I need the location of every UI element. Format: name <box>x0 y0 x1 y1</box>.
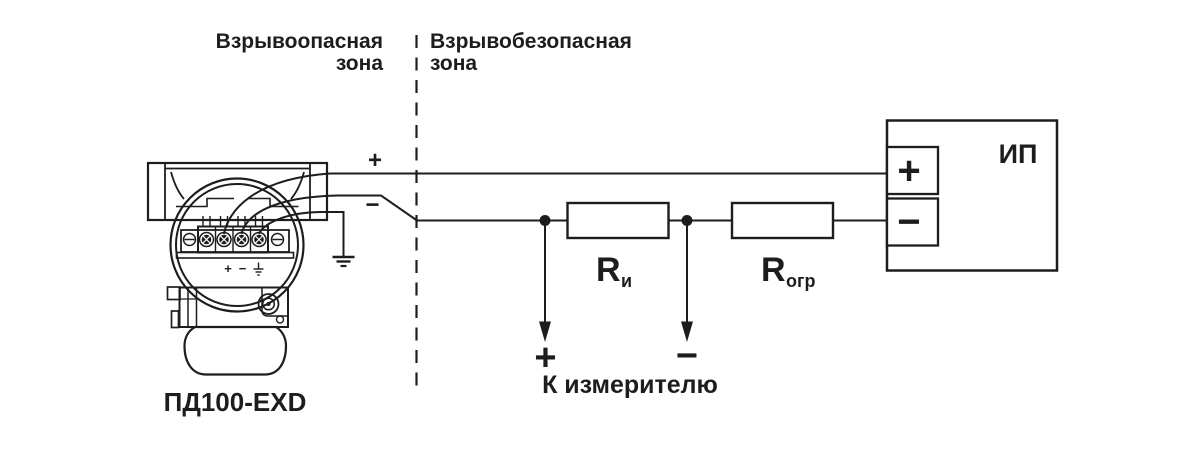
transmitter-lower-body <box>166 286 289 376</box>
hazardous-zone-label-line2: зона <box>336 52 383 75</box>
vent-plug-center <box>266 302 271 306</box>
vent-plug-icon <box>257 293 280 315</box>
cap-left-notch <box>170 171 185 200</box>
housing-step-left <box>176 197 234 208</box>
arrow-down-icon <box>681 321 693 342</box>
left-clamp-bar <box>170 310 180 329</box>
screw-terminal-icon <box>233 231 250 248</box>
cap-right-notch <box>290 171 305 200</box>
housing-outer-circle <box>169 177 305 313</box>
minus-wire-segment-1 <box>240 194 568 235</box>
resistor-rogr: R огр <box>730 201 835 291</box>
terminal-plus-mark: + <box>224 261 232 276</box>
resistor-rogr-subscript: огр <box>786 271 816 291</box>
wiring: + − <box>223 147 887 268</box>
vent-plug-inner <box>261 297 276 311</box>
screw-terminal-icon <box>216 231 232 248</box>
slotted-screw-icon <box>270 232 285 247</box>
tap-minus-label: − <box>676 335 698 377</box>
ground-symbol-icon <box>332 255 355 268</box>
psu-plus-label: + <box>897 149 920 193</box>
housing-inner-circle <box>175 183 299 307</box>
terminal-block: + − <box>175 216 295 276</box>
bracket-panel <box>261 287 288 317</box>
resistor-ri-subscript: и <box>621 271 632 291</box>
slotted-screw-icon <box>182 232 197 247</box>
resistor-rogr-body <box>730 201 835 240</box>
safe-zone-label-line1: Взрывобезопасная <box>430 30 632 53</box>
plus-wire-label: + <box>368 147 382 174</box>
plus-wire <box>223 172 887 235</box>
wire-entry-tabs <box>202 216 264 227</box>
power-supply-block: + − ИП <box>885 119 1059 272</box>
screw-terminals <box>182 231 285 248</box>
meter-taps: + − К измерителю <box>534 215 718 399</box>
screw-terminal-icon <box>251 231 267 248</box>
minus-wire-label: − <box>365 192 379 219</box>
arrow-down-icon <box>539 321 551 342</box>
housing-step-right <box>248 197 299 208</box>
tap-plus-label: + <box>534 337 556 379</box>
hazardous-zone-label-line1: Взрывоопасная <box>216 30 383 53</box>
screw-terminal-icon <box>198 231 215 248</box>
psu-plus-terminal <box>885 145 940 196</box>
psu-minus-label: − <box>897 200 920 244</box>
psu-name-label: ИП <box>999 139 1038 169</box>
left-clamp-tab <box>166 286 181 301</box>
terminal-base-strip <box>175 251 295 259</box>
small-bolt-icon <box>275 315 285 324</box>
pressure-transmitter: + − ПД100-EXD <box>146 161 329 417</box>
psu-minus-terminal <box>885 197 940 247</box>
terminal-minus-mark: − <box>239 261 247 276</box>
transmitter-cap <box>146 161 329 222</box>
power-supply-body <box>885 119 1059 272</box>
ground-terminal-icon <box>253 262 264 276</box>
resistor-ri: R и <box>566 201 670 291</box>
safe-zone-label-line2: зона <box>430 52 477 75</box>
zone-labels: Взрывоопасная зона Взрывобезопасная зона <box>216 30 632 75</box>
process-connection-body <box>183 325 288 376</box>
resistor-rogr-symbol: R <box>761 251 786 289</box>
resistor-ri-symbol: R <box>596 251 621 289</box>
transmitter-model-label: ПД100-EXD <box>164 387 307 417</box>
tap-caption: К измерителю <box>542 371 718 399</box>
ground-wire <box>258 211 345 257</box>
resistor-ri-body <box>566 201 670 240</box>
